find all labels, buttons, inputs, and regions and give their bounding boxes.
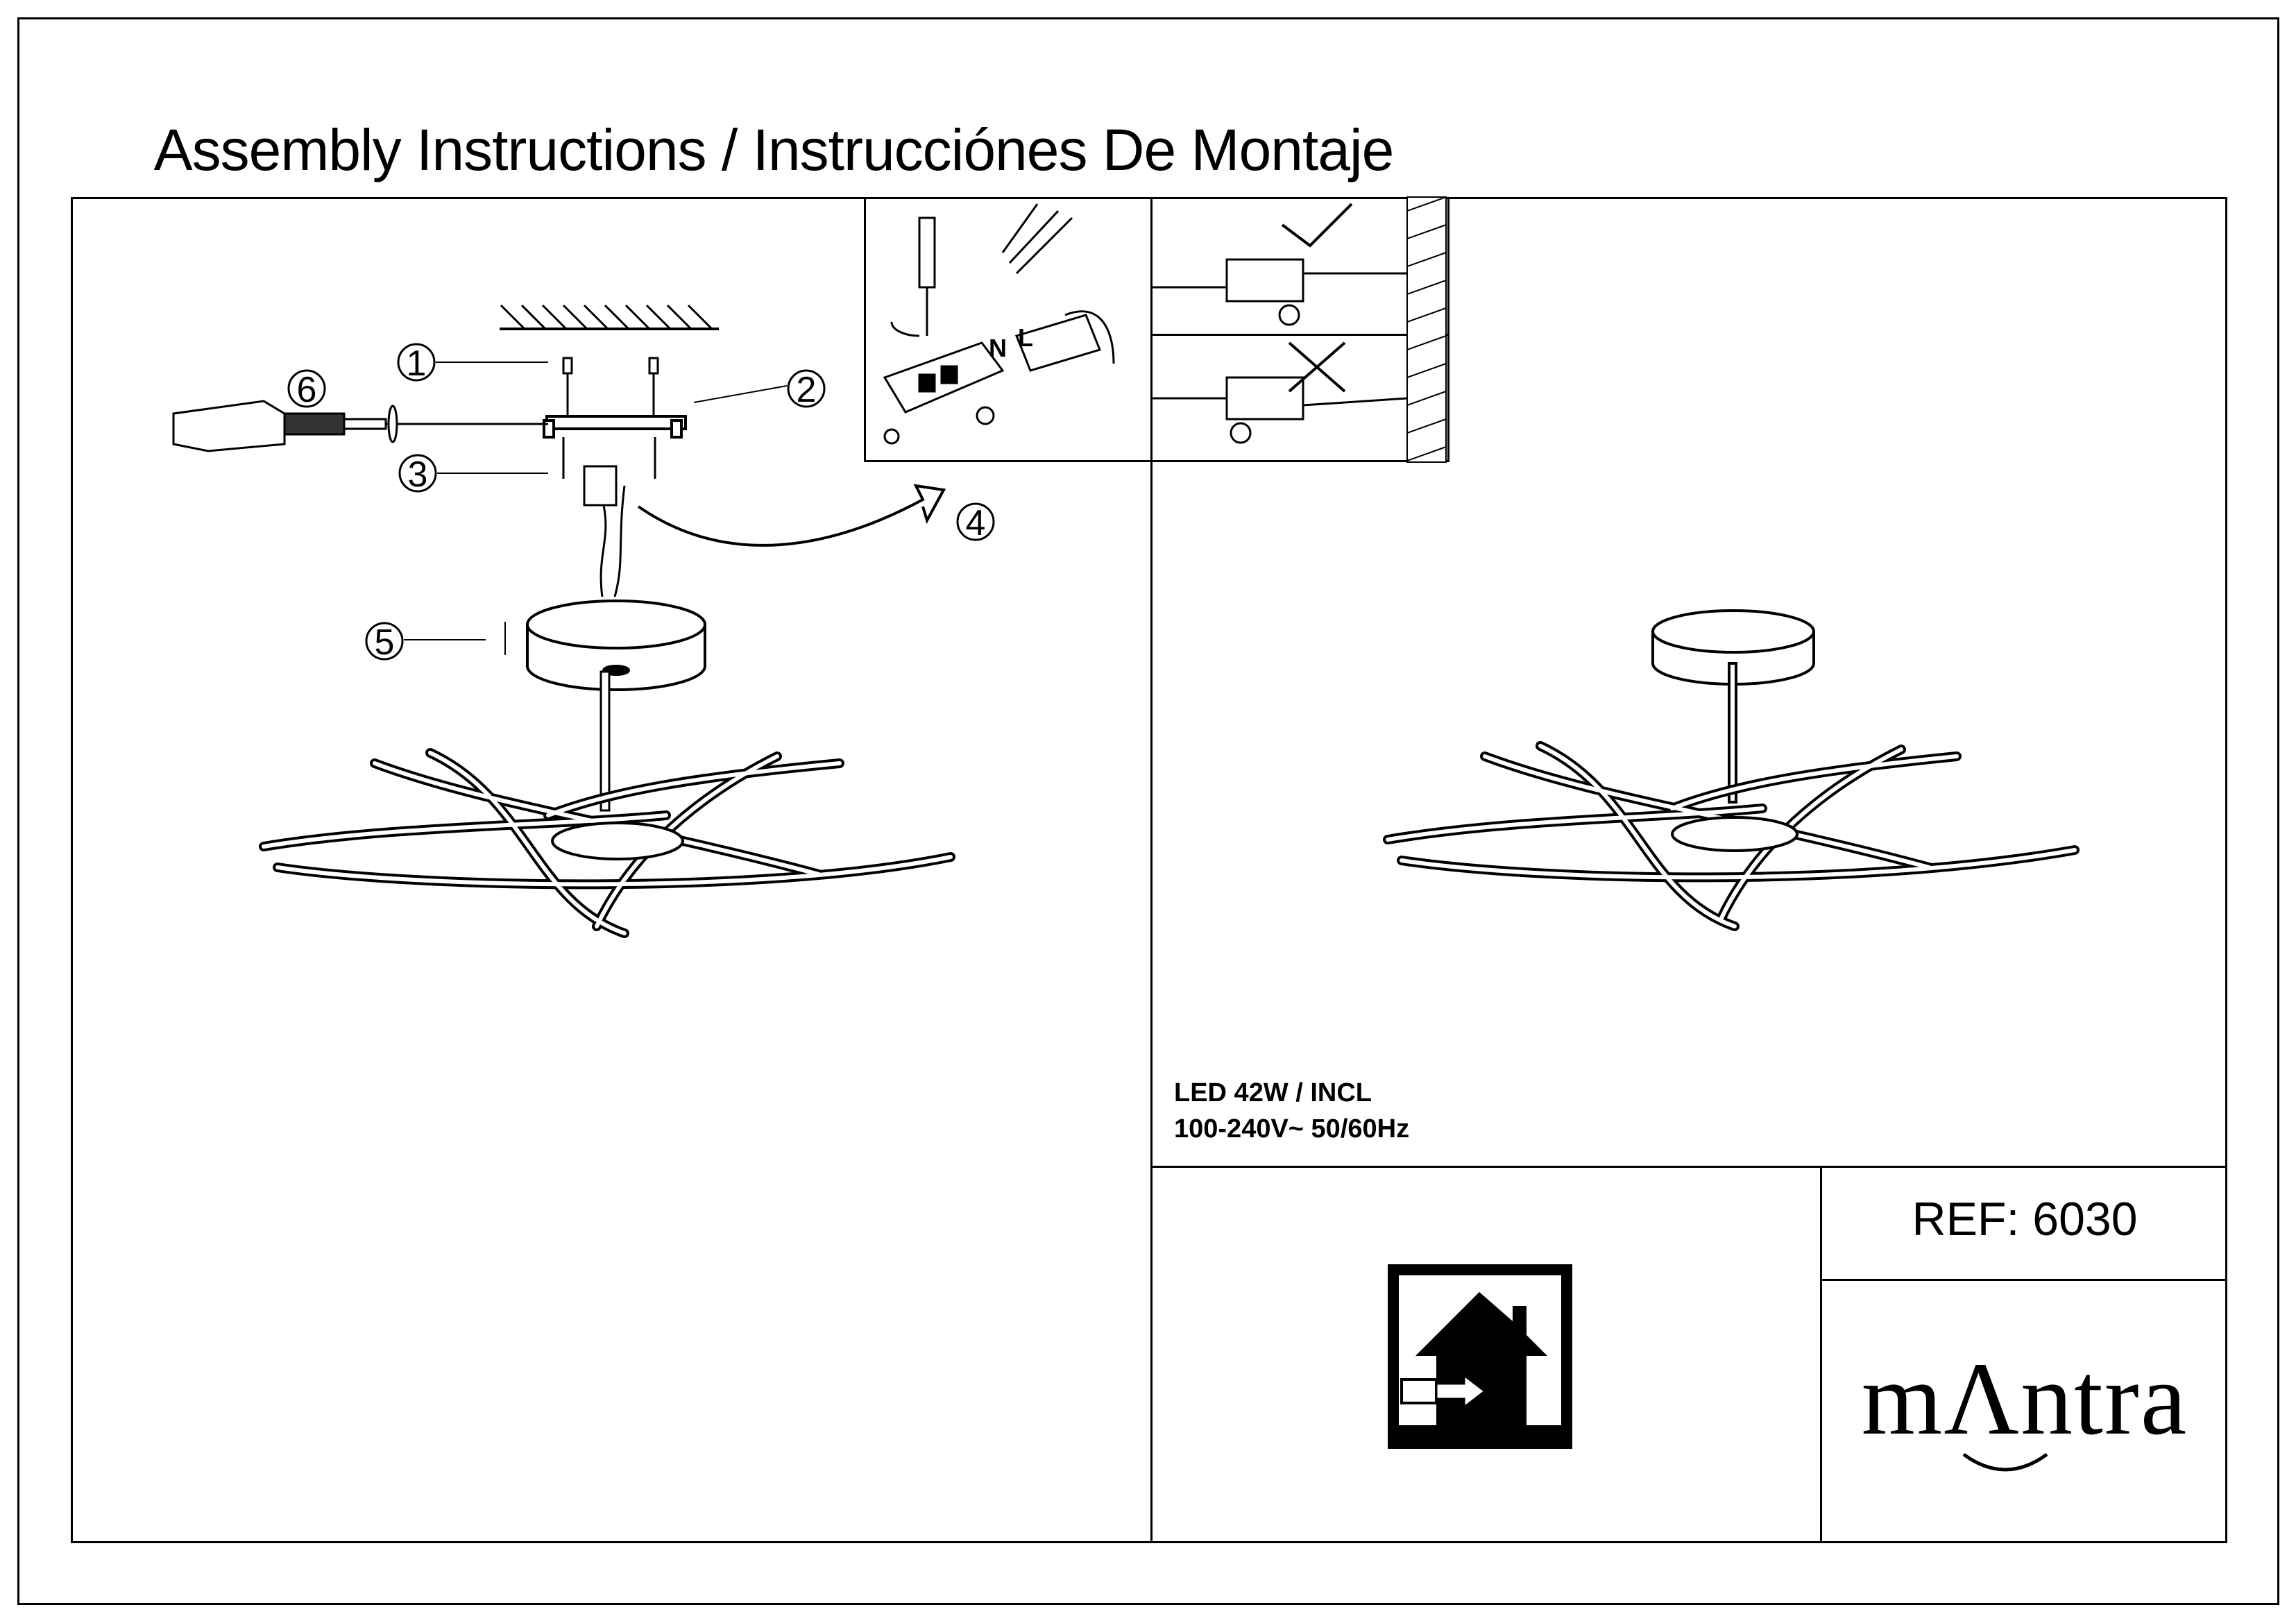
connector-usage bbox=[1150, 196, 1447, 463]
center-divider bbox=[1150, 197, 1153, 1543]
live-label: L bbox=[1018, 323, 1033, 352]
terminal-block bbox=[583, 465, 626, 597]
step-3-label: 3 bbox=[408, 454, 428, 495]
wiring-detail: N L bbox=[883, 203, 1115, 445]
arrow-to-step-4 bbox=[637, 484, 946, 547]
connector-incorrect bbox=[1225, 376, 1304, 420]
mounting-bracket bbox=[543, 415, 687, 439]
brand-smile bbox=[1962, 1452, 2048, 1472]
ceiling-canopy bbox=[526, 600, 706, 691]
brand-logo: mΛntra bbox=[1861, 1341, 2188, 1456]
assembly-illustration: 1 2 3 4 5 6 bbox=[172, 304, 995, 938]
step-1-label: 1 bbox=[407, 343, 427, 384]
neutral-label: N bbox=[989, 334, 1007, 362]
spec-voltage: 100-240V~ 50/60Hz bbox=[1174, 1114, 1410, 1144]
indoor-use-icon bbox=[1388, 1264, 1572, 1449]
page-border bbox=[17, 17, 2279, 1605]
lamp-hub bbox=[551, 822, 684, 860]
title-block-top bbox=[1150, 1166, 2227, 1168]
screwdriver-handle bbox=[918, 216, 936, 289]
step-4-label: 4 bbox=[966, 503, 986, 543]
connector-correct bbox=[1225, 258, 1304, 303]
ceiling-hatch bbox=[500, 304, 719, 330]
step-5-label: 5 bbox=[375, 622, 395, 663]
screws bbox=[562, 357, 659, 479]
lamp-front-view bbox=[1383, 609, 2080, 931]
page-title: Assembly Instructions / Instrucciónes De… bbox=[153, 117, 1395, 182]
step-2-label: 2 bbox=[797, 370, 817, 410]
title-block-divider bbox=[1820, 1166, 1822, 1543]
spec-power: LED 42W / INCL bbox=[1174, 1078, 1372, 1107]
support-rod bbox=[599, 670, 611, 812]
connector-box-bottom-edge bbox=[1150, 460, 1449, 462]
connector-box-right-edge bbox=[1447, 197, 1449, 462]
check-icon bbox=[1281, 203, 1353, 248]
cross-icon bbox=[1288, 341, 1346, 393]
step-6-label: 6 bbox=[297, 370, 317, 410]
main-frame bbox=[71, 197, 2227, 1543]
connector-box-divider bbox=[1150, 334, 1449, 336]
reference-number: REF: 6030 bbox=[1912, 1193, 2138, 1246]
screwdriver-icon bbox=[172, 400, 548, 452]
step-markers bbox=[287, 343, 995, 661]
wiring-box-left-edge bbox=[864, 197, 866, 462]
ref-divider bbox=[1820, 1279, 2227, 1281]
wiring-box-bottom-edge bbox=[864, 460, 1153, 462]
